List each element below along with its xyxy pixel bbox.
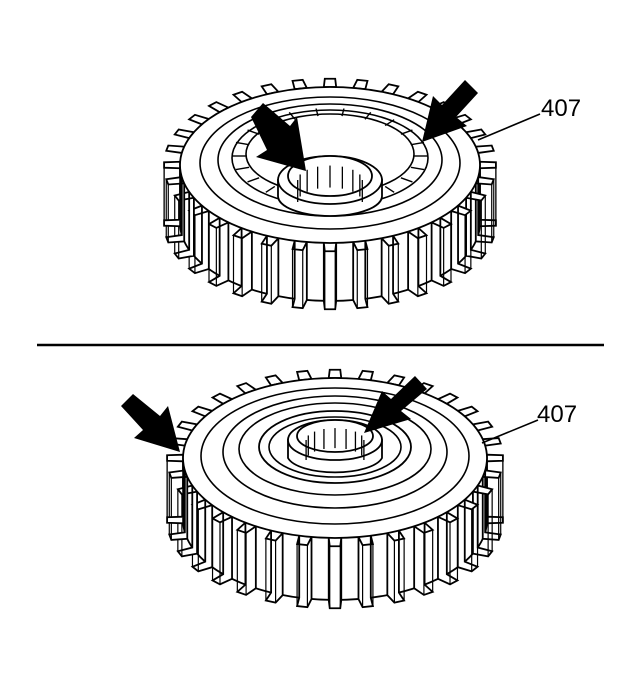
- cage-bar: [410, 141, 425, 146]
- gear-tooth: [386, 527, 406, 604]
- cage-bar: [400, 129, 413, 135]
- upper-arrow-left: [251, 103, 306, 171]
- gear-tooth: [295, 535, 313, 609]
- lower-view: 407: [121, 368, 577, 610]
- gear-tooth: [380, 232, 400, 305]
- gear-tooth: [291, 240, 308, 310]
- gear-tooth: [165, 176, 186, 244]
- cage-bar: [235, 166, 250, 171]
- lower-gear-face-ring-3: [238, 402, 432, 496]
- gear-tooth: [322, 242, 338, 311]
- upper-leader-line: [477, 113, 541, 141]
- cage-bar: [341, 108, 345, 117]
- upper-gear: [163, 77, 497, 311]
- gear-tooth: [168, 469, 189, 541]
- cage-bar: [235, 141, 250, 146]
- gear-tooth: [264, 527, 284, 604]
- gear-tooth: [481, 469, 502, 541]
- lower-callout-label: 407: [537, 401, 577, 428]
- upper-gear-face-ring-1: [199, 96, 461, 230]
- lower-gear-face-ring-1: [200, 387, 470, 525]
- cage-bar: [247, 129, 260, 135]
- cage-bar: [288, 111, 296, 120]
- upper-view: 407: [163, 77, 581, 311]
- gear-tooth: [176, 484, 198, 558]
- upper-arrow-right: [422, 80, 478, 142]
- gear-tooth: [207, 216, 230, 287]
- lower-leader-line: [481, 419, 539, 444]
- gear-tooth: [322, 77, 338, 88]
- gear-tooth: [474, 176, 495, 244]
- cage-bar: [400, 177, 413, 183]
- lower-arrow-left: [121, 394, 180, 452]
- gear-tooth: [327, 368, 343, 379]
- gear-tooth: [210, 510, 233, 586]
- cage-bar: [315, 108, 319, 117]
- gear-tooth: [472, 484, 494, 558]
- cage-bar: [265, 185, 276, 193]
- upper-callout-label: 407: [541, 95, 581, 122]
- cage-bar: [384, 119, 395, 127]
- lower-gear-face-ring-2: [222, 395, 448, 509]
- gear-tooth: [465, 190, 487, 260]
- lower-gear: [166, 368, 504, 610]
- cage-bar: [410, 166, 425, 171]
- gear-tooth: [357, 535, 375, 609]
- gear-tooth: [173, 190, 195, 260]
- lower-arrow-right: [364, 376, 427, 433]
- gear-tooth: [352, 240, 369, 310]
- gear-tooth: [260, 232, 280, 305]
- cage-bar: [247, 177, 260, 183]
- cage-bar: [364, 111, 372, 120]
- gear-tooth: [327, 537, 343, 610]
- cage-bar: [384, 185, 395, 193]
